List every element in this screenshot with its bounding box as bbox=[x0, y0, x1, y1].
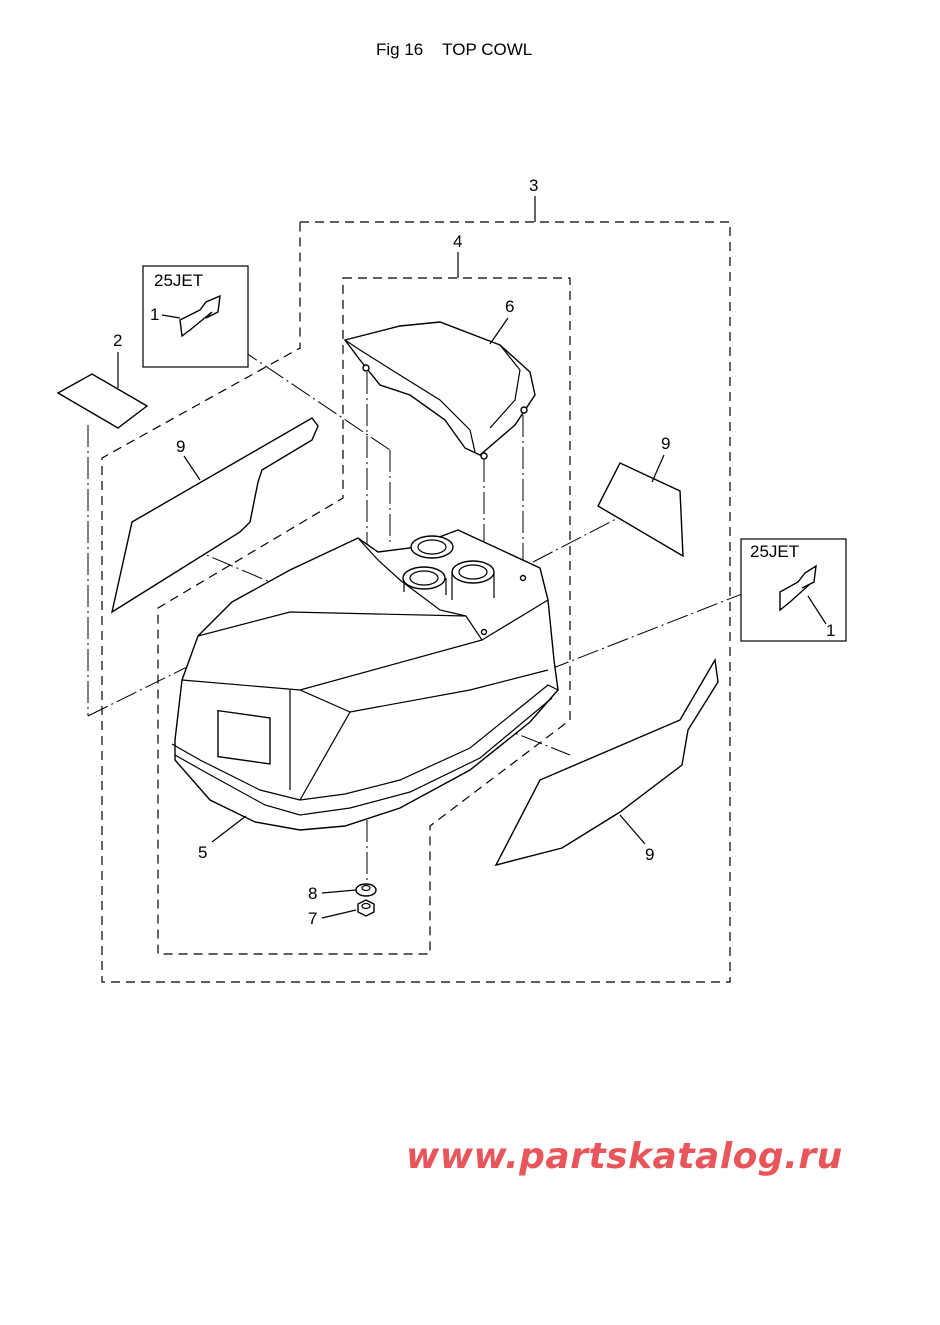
callout-9-right-bottom: 9 bbox=[645, 845, 654, 864]
watermark: www.partskatalog.ru bbox=[406, 1136, 843, 1177]
callout-3: 3 bbox=[529, 176, 538, 195]
callout-2: 2 bbox=[113, 331, 122, 350]
leader-5 bbox=[211, 815, 247, 843]
top-cowl-part-5 bbox=[171, 529, 559, 831]
callout-9-right-top: 9 bbox=[661, 434, 670, 453]
variant-box-left: 25JET 1 bbox=[142, 265, 249, 368]
callout-9-left: 9 bbox=[176, 437, 185, 456]
grommet-part-8 bbox=[355, 883, 377, 897]
variant-label-right: 25JET bbox=[750, 542, 799, 561]
emblem-part-1-right bbox=[779, 564, 817, 612]
leader-8 bbox=[321, 889, 357, 894]
variant-label-left: 25JET bbox=[154, 271, 203, 290]
assembly-3-boundary bbox=[101, 221, 731, 983]
cowl-window bbox=[217, 709, 271, 765]
variant-part-left: 1 bbox=[150, 305, 159, 324]
decal-part-9-left bbox=[110, 417, 319, 614]
figure-name: TOP COWL bbox=[442, 40, 533, 59]
variant-part-right: 1 bbox=[826, 621, 835, 640]
figure-number: Fig 16 bbox=[376, 40, 424, 59]
variant-box-right: 25JET 1 bbox=[740, 538, 847, 642]
decal-part-9-right-top bbox=[597, 462, 684, 558]
leader-9-right-top bbox=[651, 454, 665, 483]
nut-part-7 bbox=[357, 899, 375, 917]
leader-7 bbox=[321, 909, 357, 919]
callout-6: 6 bbox=[505, 297, 514, 316]
leader-9-left bbox=[183, 455, 201, 481]
callout-4: 4 bbox=[453, 232, 462, 251]
callout-8: 8 bbox=[308, 884, 317, 903]
callout-5: 5 bbox=[198, 843, 207, 862]
decal-part-9-right-bottom bbox=[494, 657, 719, 867]
decal-part-2 bbox=[56, 373, 149, 429]
emblem-part-1-left bbox=[179, 294, 221, 338]
callout-7: 7 bbox=[308, 909, 317, 928]
cover-cap-part-6 bbox=[343, 321, 536, 636]
figure-title: Fig 16 TOP COWL bbox=[376, 40, 532, 60]
leader-6 bbox=[489, 317, 509, 345]
cowl-intake-cylinders bbox=[402, 535, 495, 600]
leader-9-right-bottom bbox=[619, 814, 646, 845]
